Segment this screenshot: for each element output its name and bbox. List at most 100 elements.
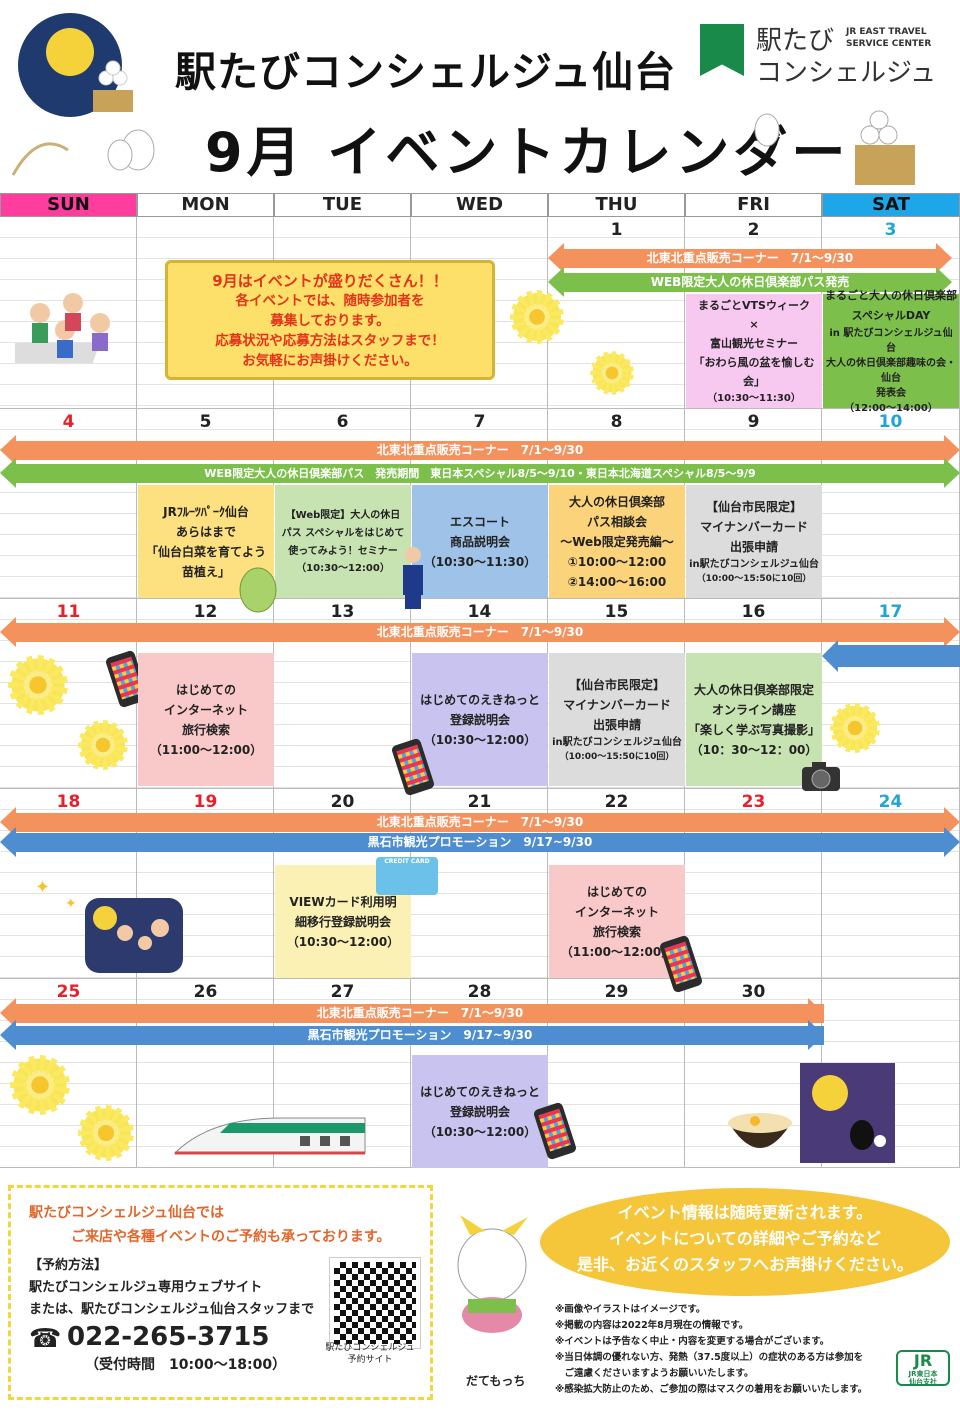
dow-sat: SAT: [822, 193, 960, 217]
day-number: 3: [884, 220, 897, 240]
title-line1: 駅たびコンシェルジュ仙台: [175, 48, 677, 96]
day-number: 16: [741, 602, 766, 622]
event-wed-14[interactable]: はじめてのえきねっと 登録説明会 （10:30～12:00）: [412, 653, 548, 786]
bar-w1-orange: 北東北重点販売コーナー 7/1～9/30: [548, 243, 952, 273]
credit-card-label: CREDIT CARD: [384, 858, 430, 865]
qr-code-icon[interactable]: [329, 1257, 421, 1349]
event-thu-22[interactable]: はじめての インターネット 旅行検索 （11:00～12:00）: [549, 865, 685, 978]
bar-w1-green: WEB限定大人の休日倶楽部パス発売: [548, 267, 952, 297]
cabbage-icon: [239, 567, 277, 613]
day-number: 15: [604, 602, 629, 622]
day-number: 4: [62, 412, 75, 432]
brand-name-1: 駅たび: [756, 26, 835, 56]
brand-flag-icon: [700, 24, 744, 76]
bubble-line1: イベント情報は随時更新されます。: [617, 1203, 873, 1222]
event-fri-9[interactable]: 【仙台市民限定】 マイナンバーカード 出張申請 in駅たびコンシェルジュ仙台 （…: [686, 485, 822, 598]
event-title: 【仙台市民限定】 マイナンバーカード 出張申請: [700, 499, 808, 554]
event-title: まるごとVTSウィーク × 富山観光セミナー 「おわら風の盆を愉しむ会」: [693, 299, 815, 388]
reservation-box: 駅たびコンシェルジュ仙台では ご来店や各種イベントのご予約も承っております。 【…: [8, 1185, 433, 1400]
day-number: 18: [56, 792, 81, 812]
bubble-line3: 是非、お近くのスタッフへお声掛けください。: [576, 1255, 913, 1274]
resv-method: 【予約方法】: [29, 1258, 108, 1273]
day-number: 20: [330, 792, 355, 812]
day-number: 11: [56, 602, 81, 622]
day-number: 12: [193, 602, 218, 622]
shinkansen-icon: [173, 1117, 366, 1155]
day-number: 29: [604, 982, 629, 1002]
dow-sun: SUN: [0, 193, 137, 217]
dow-wed: WED: [411, 193, 548, 217]
event-title: 大人の休日倶楽部 パス相談会 ～Web限定発売編～ ①10:00～12:00 ②…: [560, 494, 674, 589]
dow-mon: MON: [137, 193, 274, 217]
event-wed-28[interactable]: はじめてのえきねっと 登録説明会 （10:30～12:00）: [412, 1055, 548, 1168]
svg-text:✦: ✦: [65, 896, 77, 912]
brand-en-2: SERVICE CENTER: [846, 39, 932, 49]
notice-scroll: 9月はイベントが盛りだくさん！！ 各イベントでは、随時参加者を 募集しております…: [165, 260, 495, 380]
day-number: 30: [741, 982, 766, 1002]
resv-web: 駅たびコンシェルジュ専用ウェブサイト: [29, 1280, 263, 1295]
day-cell: [822, 409, 960, 599]
day-number: 26: [193, 982, 218, 1002]
day-number: 19: [193, 792, 218, 812]
flower-icon: [78, 1105, 134, 1161]
noodle-bowl-icon: [728, 1113, 792, 1148]
event-time: （12:00～14:00）: [844, 403, 938, 414]
resv-line1: 駅たびコンシェルジュ仙台では: [29, 1205, 225, 1221]
event-sub: in駅たびコンシェルジュ仙台: [552, 736, 682, 748]
notice-line2: 各イベントでは、随時参加者を: [235, 293, 425, 309]
jr-logo-text: JR: [913, 1351, 933, 1370]
flower-icon: [8, 655, 68, 715]
moon-viewing-illustration: [11, 13, 155, 176]
arrow-head-icon: [808, 1020, 824, 1050]
rabbit-moon-night-illustration: [800, 1063, 895, 1163]
event-mon-12[interactable]: はじめての インターネット 旅行検索 （11:00～12:00）: [138, 653, 274, 786]
event-thu-15[interactable]: 【仙台市民限定】 マイナンバーカード 出張申請 in駅たびコンシェルジュ仙台 （…: [549, 653, 685, 786]
jr-east-logo: JR JR東日本 仙台支社: [896, 1350, 950, 1386]
event-title: 【Web限定】大人の休日 パス スペシャルをはじめて 使ってみよう！セミナー: [281, 510, 405, 557]
resv-line2: ご来店や各種イベントのご予約も承っております。: [71, 1229, 391, 1245]
event-sat-3[interactable]: まるごと大人の休日倶楽部 スペシャルDAY in 駅たびコンシェルジュ仙台 大人…: [823, 289, 959, 414]
hours: （受付時間 10:00～18:00）: [85, 1357, 287, 1373]
day-cell: [0, 409, 137, 599]
students-illustration: [15, 293, 110, 363]
event-time: （10:30～12:00）: [296, 563, 390, 574]
rabbit-moon-dango-illustration: [754, 100, 915, 185]
notice-line4: 応募状況や応募方法はスタッフまで！: [215, 333, 445, 349]
arrow-head-icon: [822, 640, 838, 672]
event-thu-8[interactable]: 大人の休日倶楽部 パス相談会 ～Web限定発売編～ ①10:00～12:00 ②…: [549, 485, 685, 598]
event-time: （10:30～11:30）: [707, 393, 801, 404]
flower-icon: [10, 1055, 70, 1115]
day-number: 2: [747, 220, 760, 240]
event-title: JRﾌﾙｰﾂﾊﾟｰｸ仙台 あらはまで 「仙台白菜を育てよう 苗植え」: [145, 504, 266, 579]
day-number: 6: [336, 412, 349, 432]
flower-icon: [590, 351, 634, 395]
event-wed-7[interactable]: エスコート 商品説明会 （10:30～11:30）: [412, 485, 548, 598]
event-fri-16[interactable]: 大人の休日倶楽部限定 オンライン講座 「楽しく学ぶ写真撮影」 （10：30～12…: [686, 653, 822, 786]
tel-number[interactable]: 022-265-3715: [67, 1322, 270, 1352]
qr-label: 駅たびコンシェルジュ 予約サイト: [325, 1343, 415, 1365]
event-sub: in駅たびコンシェルジュ仙台: [689, 558, 819, 570]
bar-w3-orange: 北東北重点販売コーナー 7/1～9/30: [0, 617, 960, 647]
day-number: 28: [467, 982, 492, 1002]
mascot-illustration: [457, 1215, 528, 1333]
bar-w2-green: WEB限定大人の休日倶楽部パス 発売期間 東日本スペシャル8/5～9/10・東日…: [0, 458, 960, 488]
day-number: 25: [56, 982, 81, 1002]
day-number: 5: [199, 412, 212, 432]
event-title: はじめての インターネット 旅行検索 （11:00～12:00）: [149, 682, 263, 757]
bar-w4-blue: 黒石市観光プロモーション 9/17~9/30: [0, 827, 960, 857]
camera-icon: [802, 762, 840, 791]
phone-icon: ☎: [29, 1324, 62, 1354]
day-number: 24: [878, 792, 903, 812]
event-tue-6[interactable]: 【Web限定】大人の休日 パス スペシャルをはじめて 使ってみよう！セミナー （…: [275, 485, 411, 598]
dow-thu: THU: [548, 193, 685, 217]
day-number: 22: [604, 792, 629, 812]
day-number: 9: [747, 412, 760, 432]
bubble-line2: イベントについての詳細やご予約など: [609, 1229, 881, 1248]
day-number: 8: [610, 412, 623, 432]
mascot-name: だてもっち: [466, 1374, 526, 1388]
svg-text:✦: ✦: [35, 877, 50, 898]
event-title: はじめての インターネット 旅行検索 （11:00～12:00）: [560, 884, 674, 959]
event-fri-2[interactable]: まるごとVTSウィーク × 富山観光セミナー 「おわら風の盆を愉しむ会」 （10…: [686, 294, 822, 408]
day-number: 1: [610, 220, 623, 240]
